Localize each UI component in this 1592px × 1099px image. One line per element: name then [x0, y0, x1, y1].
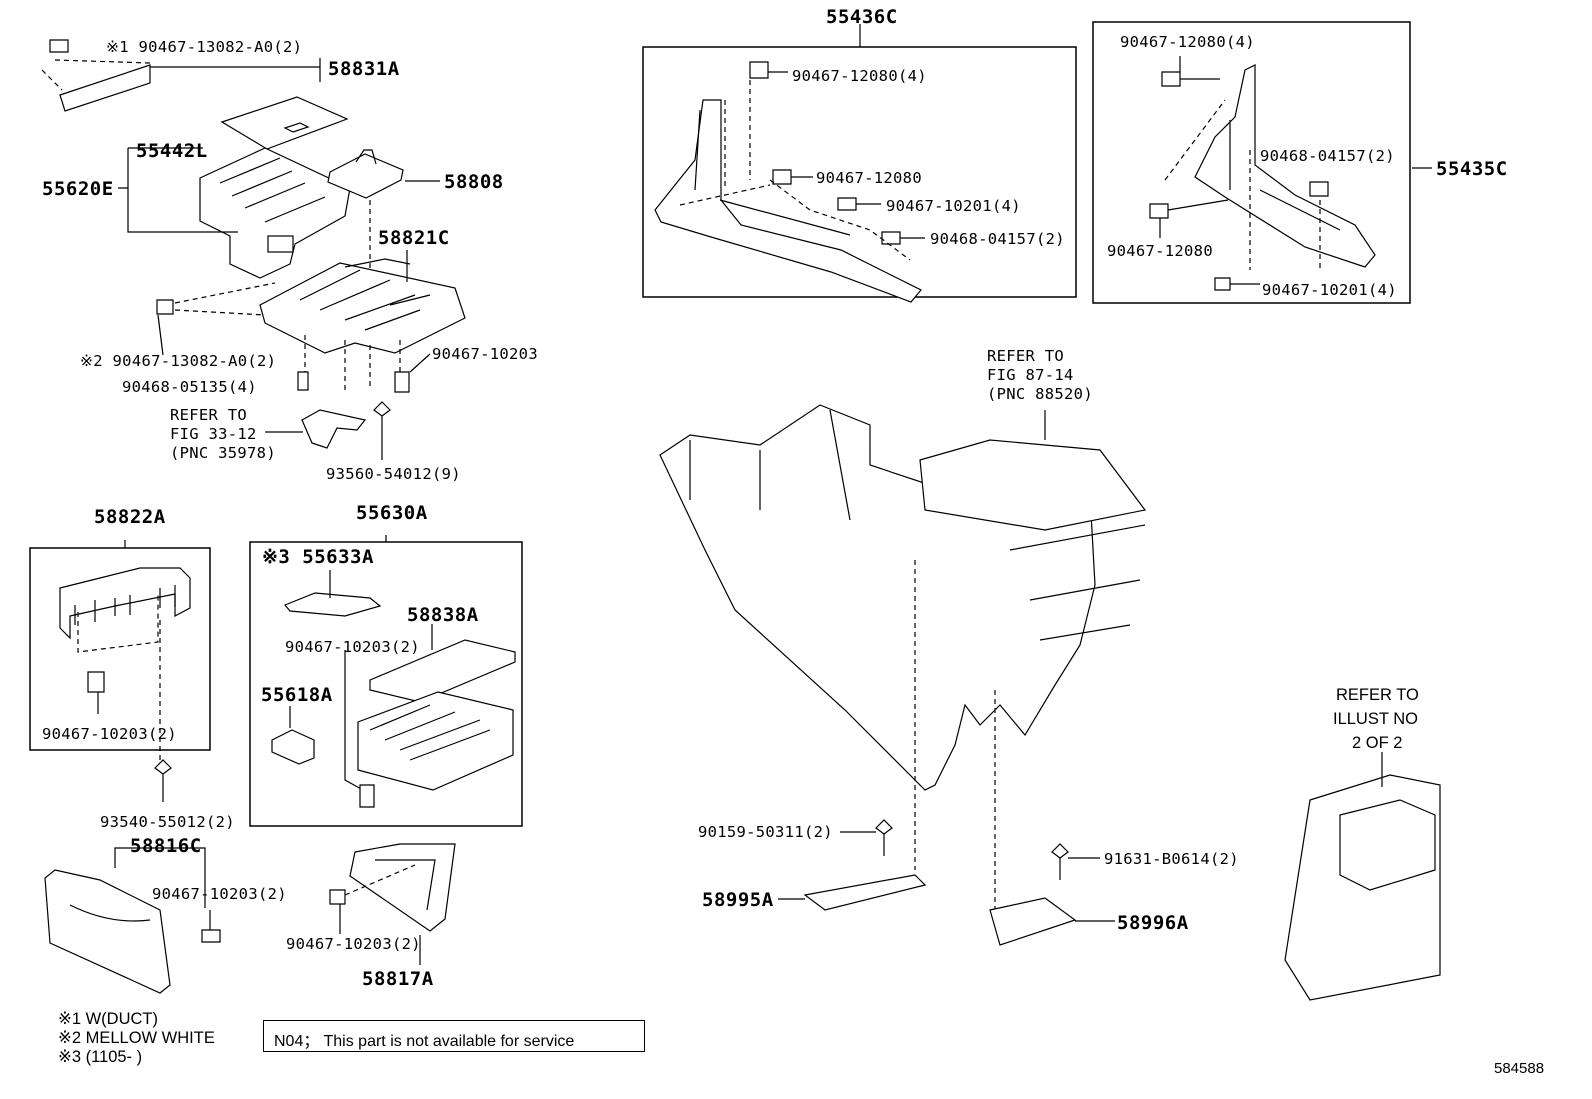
label-93540-55012: 93540-55012(2): [100, 813, 235, 831]
label-55630A: 55630A: [356, 502, 428, 524]
label-91631-B0614: 91631-B0614(2): [1104, 850, 1239, 868]
label-58831A: 58831A: [328, 58, 400, 80]
part-rear-panel-shape: [1284, 774, 1441, 1001]
label-55435C: 55435C: [1436, 158, 1508, 180]
label-90467-12080-4a: 90467-12080(4): [792, 67, 927, 85]
ref-fig33-line3: (PNC 35978): [170, 444, 276, 462]
part-90468-05135-shape: [297, 371, 309, 391]
label-58816C: 58816C: [130, 835, 202, 857]
label-90467-10201-4a: 90467-10201(4): [886, 197, 1021, 215]
label-90467-12080-b: 90467-12080: [1107, 242, 1213, 260]
label-90467-10203-d: 90467-10203(2): [152, 885, 287, 903]
ref-fig87-line2: FIG 87-14: [987, 366, 1074, 384]
label-58996A: 58996A: [1117, 912, 1189, 934]
part-55633A-shape: [284, 592, 382, 617]
label-58822A: 58822A: [94, 506, 166, 528]
part-storage-box-shape: [357, 691, 514, 791]
ref-fig87-line3: (PNC 88520): [987, 385, 1093, 403]
label-90468-04157-2b: 90468-04157(2): [1260, 147, 1395, 165]
part-55435C-shape: [1194, 64, 1376, 268]
label-55436C: 55436C: [826, 6, 898, 28]
label-90467-13082-1: ※1 90467-13082-A0(2): [106, 38, 303, 56]
label-90467-10201-4b: 90467-10201(4): [1262, 281, 1397, 299]
part-58808-shape: [327, 149, 404, 199]
part-90467-10203-shape: [394, 371, 410, 393]
part-55618A-shape: [271, 729, 315, 765]
ref-fig33-line2: FIG 33-12: [170, 425, 257, 443]
label-93560-54012: 93560-54012(9): [326, 465, 461, 483]
part-58821C-shape: [259, 258, 466, 354]
label-58808: 58808: [444, 171, 504, 193]
part-55620E-shape: [199, 147, 351, 279]
label-55618A: 55618A: [261, 684, 333, 706]
frame-58822A: [29, 547, 211, 751]
label-90467-13082-2: ※2 90467-13082-A0(2): [80, 352, 277, 370]
label-55442L: 55442L: [136, 140, 208, 162]
part-93540-55012-shape: [154, 759, 172, 802]
label-90159-50311: 90159-50311(2): [698, 823, 833, 841]
service-note-text: N04； This part is not available for serv…: [274, 1033, 575, 1050]
frame-55435C: [1092, 21, 1411, 304]
label-90467-10203-e: 90467-10203(2): [286, 935, 421, 953]
label-90467-10203-a: 90467-10203: [432, 345, 538, 363]
part-58817A-shape: [349, 843, 456, 932]
ref-fig33-line1: REFER TO: [170, 406, 248, 424]
service-note-box: N04； This part is not available for serv…: [263, 1020, 645, 1052]
part-93560-54012-shape: [373, 401, 391, 438]
part-58996A-shape: [989, 897, 1077, 946]
part-91631-B0614-shape: [1051, 843, 1069, 880]
part-clip-left: [156, 299, 174, 315]
diagram-id: 584588: [1494, 1060, 1545, 1077]
label-55620E: 55620E: [42, 178, 114, 200]
part-55442L-shape: [220, 96, 349, 150]
label-90467-10203-c: 90467-10203(2): [285, 638, 420, 656]
label-58817A: 58817A: [362, 968, 434, 990]
label-58995A: 58995A: [702, 889, 774, 911]
part-58822A-shape: [59, 567, 191, 640]
label-90467-10203-b: 90467-10203(2): [42, 725, 177, 743]
part-console-shape: [659, 404, 1147, 791]
label-90467-12080-a: 90467-12080: [816, 169, 922, 187]
note-2: ※2 MELLOW WHITE: [58, 1029, 215, 1047]
ref-illust-line1: REFER TO: [1336, 686, 1419, 704]
part-35978-shape: [301, 409, 367, 449]
ref-illust-line2: ILLUST NO: [1333, 710, 1418, 728]
part-58995A-shape: [803, 874, 927, 911]
part-58838A-shape: [369, 639, 516, 703]
note-3: ※3 (1105- ): [58, 1048, 143, 1066]
ref-fig87-line1: REFER TO: [987, 347, 1065, 365]
part-55436C-shape: [654, 99, 922, 303]
label-90468-05135: 90468-05135(4): [122, 378, 257, 396]
ref-illust-line3: 2 OF 2: [1352, 734, 1403, 752]
note-1: ※1 W(DUCT): [58, 1010, 158, 1028]
part-90159-50311-shape: [875, 819, 893, 856]
label-58838A: 58838A: [407, 604, 479, 626]
part-58816C-shape: [44, 869, 171, 994]
label-90467-12080-4b: 90467-12080(4): [1120, 33, 1255, 51]
label-55633A: ※3 55633A: [262, 546, 374, 568]
label-90468-04157-2a: 90468-04157(2): [930, 230, 1065, 248]
part-58831A-shape: [41, 39, 151, 112]
label-58821C: 58821C: [378, 227, 450, 249]
